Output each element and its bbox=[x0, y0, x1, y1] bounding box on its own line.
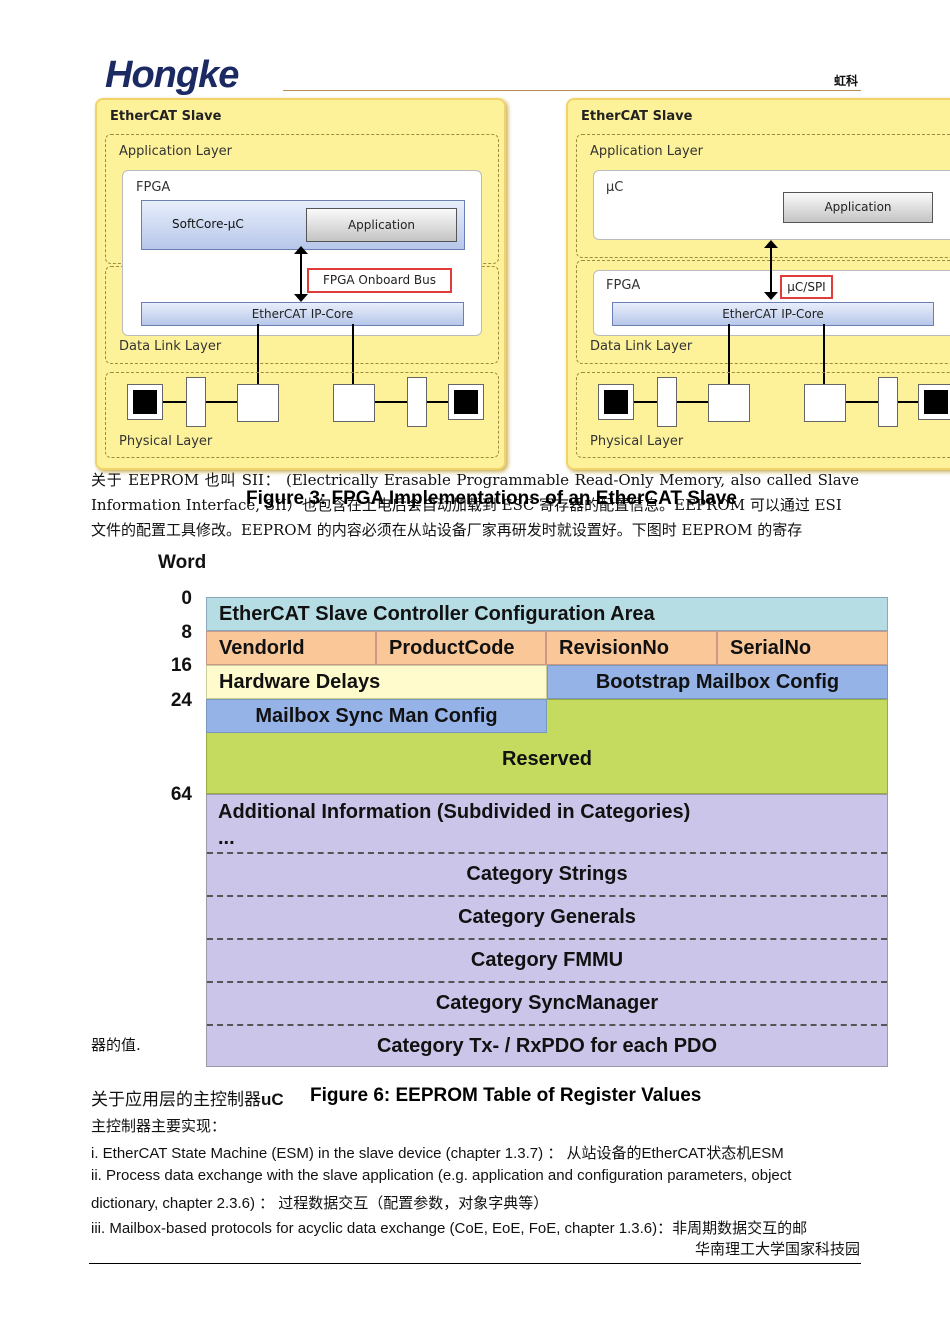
header-right-label: 虹科 bbox=[833, 74, 858, 88]
left-data-link-label: Data Link Layer bbox=[119, 339, 222, 354]
left-bus-arrow-up bbox=[294, 246, 308, 254]
word-offset-0: 0 bbox=[181, 588, 192, 609]
category-divider-1 bbox=[207, 852, 887, 854]
left-rj45-port-2-icon bbox=[448, 384, 484, 420]
word-offset-24: 24 bbox=[170, 690, 192, 711]
right-rj45-port-2-icon bbox=[918, 384, 950, 420]
register-value-text: 器的值. bbox=[91, 1036, 141, 1054]
category-syncmanager-row: Category SyncManager bbox=[435, 992, 659, 1014]
body-item-1: i. EtherCAT State Machine (ESM) in the s… bbox=[91, 1145, 784, 1162]
right-ipcore-wire-2 bbox=[823, 324, 825, 386]
footer-org: 华南理工大学国家科技园 bbox=[694, 1240, 860, 1258]
left-application-block: Application bbox=[306, 208, 457, 242]
word-axis-label: Word bbox=[158, 552, 207, 573]
eeprom-paragraph-line-1: 关于 EEPROM 也叫 SII： (Electrically Erasable… bbox=[91, 471, 859, 489]
left-magnetics-1 bbox=[186, 377, 206, 427]
left-onboard-bus-label: FPGA Onboard Bus bbox=[307, 268, 452, 293]
left-bus-arrow bbox=[300, 252, 302, 298]
left-ipcore-wire-1 bbox=[257, 324, 259, 386]
word-offset-64: 64 bbox=[170, 784, 192, 805]
left-ipcore-wire-2 bbox=[352, 324, 354, 386]
hardware-delays-cell: Hardware Delays bbox=[206, 665, 547, 699]
body-item-2b: dictionary, chapter 2.3.6) ： 过程数据交互（配置参数… bbox=[91, 1195, 549, 1212]
right-uc-spi-label: µC/SPI bbox=[780, 275, 833, 299]
right-physical-layer-box bbox=[576, 372, 950, 458]
category-divider-3 bbox=[207, 938, 887, 940]
main-controller-heading-uc: uC bbox=[261, 1090, 284, 1109]
left-bus-arrow-down bbox=[294, 294, 308, 302]
right-magnetics-2 bbox=[878, 377, 898, 427]
left-phy-2 bbox=[333, 384, 375, 422]
right-uc-label: µC bbox=[606, 180, 624, 195]
eeprom-paragraph-line-3: 文件的配置工具修改。EEPROM 的内容必须在从站设备厂家再研发时就设置好。下图… bbox=[91, 521, 803, 539]
right-magnetics-1 bbox=[657, 377, 677, 427]
right-ipcore-bar: EtherCAT IP-Core bbox=[612, 302, 934, 326]
mailbox-sync-cell: Mailbox Sync Man Config bbox=[206, 699, 547, 733]
figure-6-caption: Figure 6: EEPROM Table of Register Value… bbox=[310, 1085, 702, 1106]
left-fpga-label: FPGA bbox=[136, 180, 171, 195]
additional-info-title: Additional Information (Subdivided in Ca… bbox=[218, 800, 691, 823]
category-pdo-row: Category Tx- / RxPDO for each PDO bbox=[376, 1035, 718, 1057]
bootstrap-mailbox-cell: Bootstrap Mailbox Config bbox=[547, 665, 888, 699]
right-application-block: Application bbox=[783, 192, 933, 223]
body-intro: 主控制器主要实现： bbox=[91, 1117, 227, 1135]
additional-info-block bbox=[206, 794, 888, 1067]
revision-no-cell: RevisionNo bbox=[546, 631, 717, 665]
main-controller-heading-text: 关于应用层的主控制器 bbox=[91, 1090, 261, 1110]
right-bus-arrow-down bbox=[764, 292, 778, 300]
category-strings-row: Category Strings bbox=[466, 863, 628, 885]
left-panel-title: EtherCAT Slave bbox=[110, 109, 222, 124]
right-ipcore-wire-1 bbox=[728, 324, 730, 386]
right-application-layer-label: Application Layer bbox=[590, 144, 704, 159]
category-divider-2 bbox=[207, 895, 887, 897]
serial-no-cell: SerialNo bbox=[717, 631, 888, 665]
category-divider-5 bbox=[207, 1024, 887, 1026]
right-fpga-label: FPGA bbox=[606, 278, 641, 293]
category-fmmu-row: Category FMMU bbox=[470, 949, 624, 971]
vendor-id-cell: VendorId bbox=[206, 631, 376, 665]
left-application-layer-label: Application Layer bbox=[119, 144, 233, 159]
figure-3-caption: Figure 3: FPGA Implementations of an Eth… bbox=[246, 488, 737, 509]
right-data-link-layer-box bbox=[576, 260, 950, 364]
footer-divider bbox=[89, 1263, 861, 1264]
right-application-layer-box bbox=[576, 134, 950, 258]
eeprom-paragraph-line-2: Information Interface, SII）也包含在上电后会自动加载到… bbox=[91, 496, 842, 514]
main-controller-heading: 关于应用层的主控制器uC bbox=[91, 1087, 284, 1113]
category-divider-4 bbox=[207, 981, 887, 983]
body-item-2a: ii. Process data exchange with the slave… bbox=[91, 1167, 792, 1184]
left-softcore-label: SoftCore-µC bbox=[172, 217, 244, 231]
category-generals-row: Category Generals bbox=[458, 906, 636, 928]
left-magnetics-2 bbox=[407, 377, 427, 427]
right-rj45-port-1-icon bbox=[598, 384, 634, 420]
right-physical-label: Physical Layer bbox=[590, 434, 684, 449]
right-phy-1 bbox=[708, 384, 750, 422]
additional-info-ellipsis: ... bbox=[218, 826, 235, 849]
right-phy-2 bbox=[804, 384, 846, 422]
body-item-3: iii. Mailbox-based protocols for acyclic… bbox=[91, 1220, 808, 1237]
left-rj45-port-1-icon bbox=[127, 384, 163, 420]
left-phy-1 bbox=[237, 384, 279, 422]
right-bus-arrow bbox=[770, 246, 772, 296]
word-offset-16: 16 bbox=[170, 655, 192, 676]
left-physical-label: Physical Layer bbox=[119, 434, 213, 449]
right-bus-arrow-up bbox=[764, 240, 778, 248]
hongke-logo: Hongke bbox=[105, 54, 239, 96]
left-physical-layer-box bbox=[105, 372, 499, 458]
product-code-cell: ProductCode bbox=[376, 631, 546, 665]
right-panel-title: EtherCAT Slave bbox=[581, 109, 693, 124]
config-area-row: EtherCAT Slave Controller Configuration … bbox=[206, 597, 888, 631]
header-divider bbox=[283, 90, 861, 91]
left-ipcore-bar: EtherCAT IP-Core bbox=[141, 302, 464, 326]
word-offset-8: 8 bbox=[181, 622, 192, 643]
right-data-link-label: Data Link Layer bbox=[590, 339, 693, 354]
